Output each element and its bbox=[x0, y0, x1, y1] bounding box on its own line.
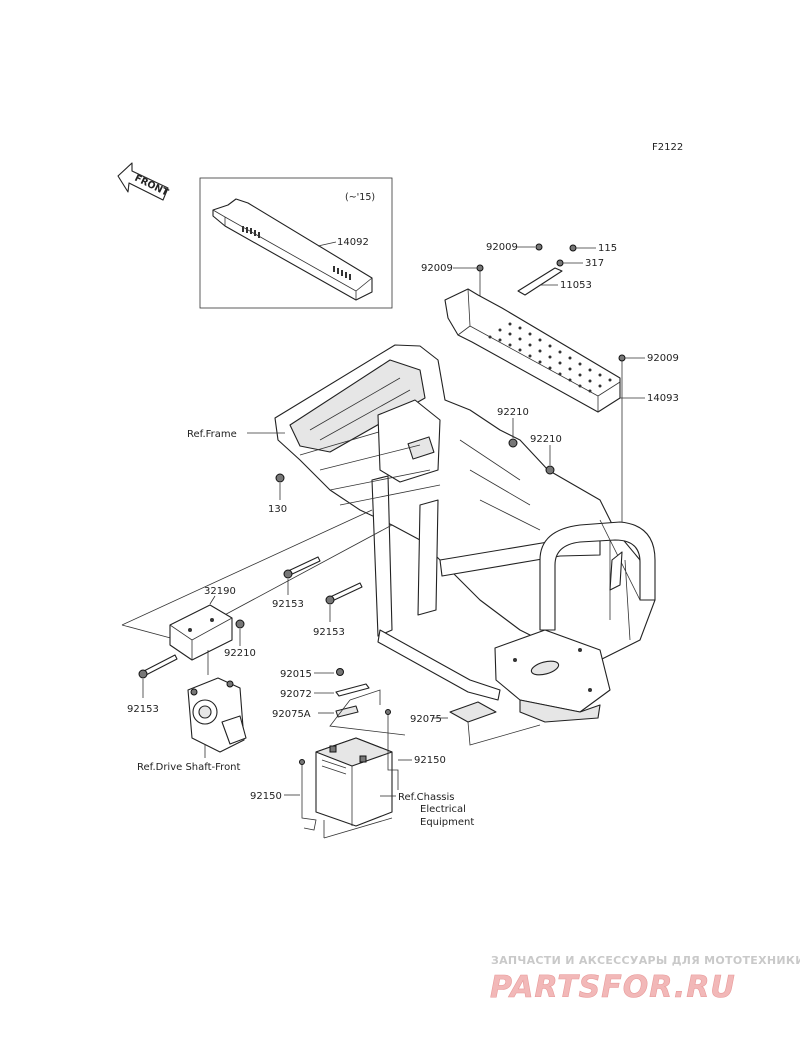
pad-92075a bbox=[335, 705, 359, 718]
label-11053: 11053 bbox=[560, 280, 592, 291]
label-92075: 92075 bbox=[410, 714, 442, 725]
floor-panel-14093: 14093 bbox=[444, 288, 679, 413]
hardware-11053-group: 92009 92009 115 317 11053 bbox=[421, 242, 617, 300]
label-317: 317 bbox=[585, 258, 604, 269]
ref-frame-label: Ref.Frame bbox=[187, 429, 237, 440]
frame-chassis bbox=[274, 344, 656, 723]
label-92210-c: 92210 bbox=[224, 648, 256, 659]
nut-317-icon bbox=[556, 259, 564, 267]
ref-chassis-label-1: Ref.Chassis bbox=[398, 792, 454, 803]
pad-92075 bbox=[449, 701, 497, 723]
label-92075a: 92075A bbox=[272, 709, 311, 720]
label-92210-a: 92210 bbox=[497, 407, 529, 418]
watermark-tagline: ЗАПЧАСТИ И АКСЕССУАРЫ ДЛЯ МОТОТЕХНИКИ bbox=[491, 954, 800, 967]
label-92153-b: 92153 bbox=[313, 627, 345, 638]
bracket-32190: 32190 bbox=[169, 586, 236, 661]
inset-note: (~'15) bbox=[345, 192, 375, 203]
label-92009-b: 92009 bbox=[421, 263, 453, 274]
nut-92210-icon bbox=[508, 438, 518, 448]
battery-hardware: 92015 92072 92075A 92075 bbox=[272, 668, 541, 746]
inset-box: (~'15) 14092 bbox=[199, 177, 393, 309]
label-92150-a: 92150 bbox=[414, 755, 446, 766]
bolt-92009-icon bbox=[476, 264, 484, 272]
nut-92210-icon bbox=[235, 619, 245, 629]
strap-92072 bbox=[335, 683, 370, 697]
label-92150-b: 92150 bbox=[250, 791, 282, 802]
nut-92210-icon bbox=[545, 465, 555, 475]
battery bbox=[315, 737, 393, 827]
front-gear-case bbox=[187, 650, 247, 758]
label-92153-a: 92153 bbox=[272, 599, 304, 610]
label-115: 115 bbox=[598, 243, 617, 254]
label-92015: 92015 bbox=[280, 669, 312, 680]
label-92009-c: 92009 bbox=[647, 353, 679, 364]
bolt-92009-icon bbox=[535, 243, 543, 251]
label-92210-b: 92210 bbox=[530, 434, 562, 445]
bolt-92009-icon bbox=[618, 354, 626, 362]
front-arrow-icon: FRONT bbox=[117, 162, 171, 201]
nut-92015-icon bbox=[336, 668, 344, 676]
bolt-130-icon bbox=[275, 473, 285, 483]
watermark-logo: PARTSFOR.RU bbox=[490, 970, 736, 1005]
battery-cables: 92150 92150 bbox=[250, 709, 446, 839]
figure-code: F2122 bbox=[652, 142, 683, 153]
label-130: 130 bbox=[268, 504, 287, 515]
ref-drive-shaft-label: Ref.Drive Shaft-Front bbox=[137, 762, 241, 773]
label-92072: 92072 bbox=[280, 689, 312, 700]
bolts-92153: 92153 92153 92153 bbox=[127, 556, 363, 715]
label-14093: 14093 bbox=[647, 393, 679, 404]
ref-chassis-label-2: Electrical bbox=[420, 804, 466, 815]
label-92153-c: 92153 bbox=[127, 704, 159, 715]
label-32190: 32190 bbox=[204, 586, 236, 597]
label-14092: 14092 bbox=[337, 237, 369, 248]
bracket-11053 bbox=[517, 267, 563, 296]
ref-chassis-label-3: Equipment bbox=[420, 817, 474, 828]
bolt-115-icon bbox=[569, 244, 577, 252]
floor-panel-14092 bbox=[212, 198, 373, 301]
label-92009-a: 92009 bbox=[486, 242, 518, 253]
